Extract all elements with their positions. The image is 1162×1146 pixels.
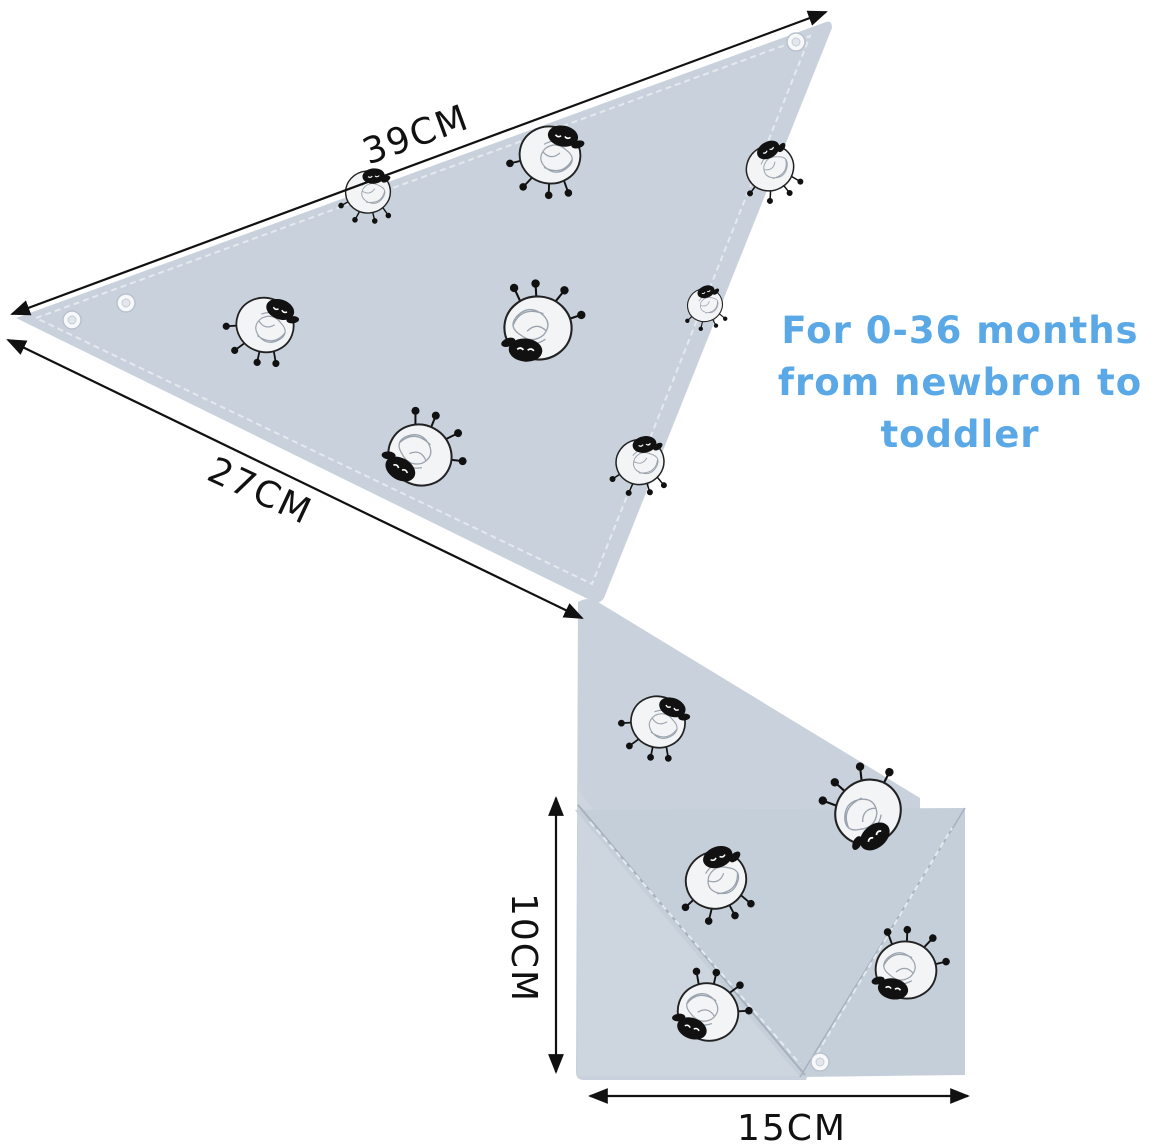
- snap-button-icon: [810, 1052, 830, 1072]
- label-15cm: 15CM: [737, 1108, 847, 1146]
- age-tagline: For 0-36 months from newbron to toddler: [760, 305, 1160, 461]
- measure-arrow-top: [10, 10, 828, 316]
- snap-button-icon: [786, 32, 806, 52]
- tagline-line-2: from newbron to: [777, 361, 1143, 404]
- label-10cm: 10CM: [503, 893, 544, 1003]
- measure-arrow-side: [6, 339, 584, 619]
- tagline-line-3: toddler: [880, 413, 1040, 456]
- snap-button-icon: [116, 293, 136, 313]
- snap-button-icon: [62, 310, 82, 330]
- tagline-line-1: For 0-36 months: [781, 309, 1139, 352]
- folded-bib: [575, 599, 966, 1080]
- unfolded-bib: [16, 21, 832, 603]
